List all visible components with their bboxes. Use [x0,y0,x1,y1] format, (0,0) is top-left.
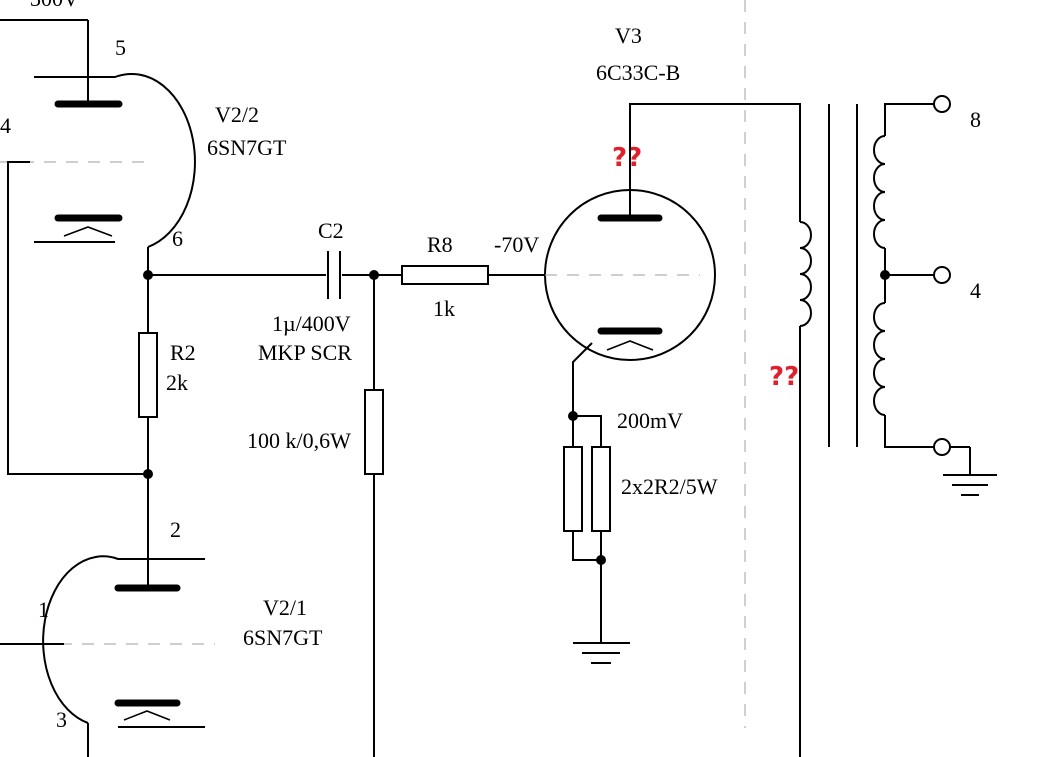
grid-return-wire [7,161,148,475]
resistor-cathode-2 [591,446,611,532]
ground-symbol [943,474,997,496]
tube-v2-1 [42,555,215,728]
ground-symbol [573,642,630,664]
secondary-bottom-wire [884,415,934,448]
transformer-primary-winding [799,221,812,327]
v2-1-type-label: 6SN7GT [243,625,323,650]
pin-3-label: 3 [56,707,67,732]
resistor-cathode-1 [563,446,583,532]
transformer-unknown-label: ?? [769,362,799,392]
pin-1-label: 1 [38,597,49,622]
output-8-label: 8 [970,107,981,132]
grid-resistor-value-label: 100 k/0,6W [247,428,351,453]
output-4-label: 4 [970,278,981,303]
resistor-r2 [138,332,158,418]
r8-value-label: 1k [433,296,455,321]
output-terminal-4 [933,266,951,284]
v2-2-name-label: V2/2 [215,102,259,127]
c2-name-label: C2 [318,218,344,243]
r2-value-label: 2k [166,370,188,395]
v3-type-label: 6C33C-B [596,60,680,85]
c2-type-label: MKP SCR [258,340,352,365]
cathode-resistor-top-wire [573,415,602,447]
anode-unknown-label: ?? [612,143,642,173]
v3-name-label: V3 [615,23,642,48]
anode-wire [629,103,801,222]
secondary-top-wire [884,103,934,136]
cathode-resistor-bottom-wire [572,531,601,561]
cathode-voltage-label: 200mV [617,408,683,433]
r8-name-label: R8 [427,232,453,257]
v3-cathode-lead [572,342,593,416]
pin-4-label-left: 4 [0,113,11,138]
junction-dot [880,270,890,280]
c2-value-label: 1µ/400V [272,311,351,336]
supply-voltage-label: 300V [30,0,79,11]
tube-v2-2 [0,72,196,248]
r2-name-label: R2 [170,340,196,365]
v2-1-name-label: V2/1 [263,595,307,620]
pin-5-label: 5 [115,35,126,60]
output-terminal-8 [933,95,951,113]
transformer-secondary-winding [873,135,886,416]
bias-voltage-label: -70V [494,232,539,257]
cathode-resistor-value-label: 2x2R2/5W [621,474,718,499]
junction-dot [143,469,153,479]
resistor-r8 [401,265,489,285]
resistor-100k [364,389,384,475]
pin-2-label: 2 [170,517,181,542]
junction-dot [596,555,606,565]
output-terminal-0 [933,438,951,456]
v2-2-type-label: 6SN7GT [207,135,287,160]
pin-6-label: 6 [172,226,183,251]
